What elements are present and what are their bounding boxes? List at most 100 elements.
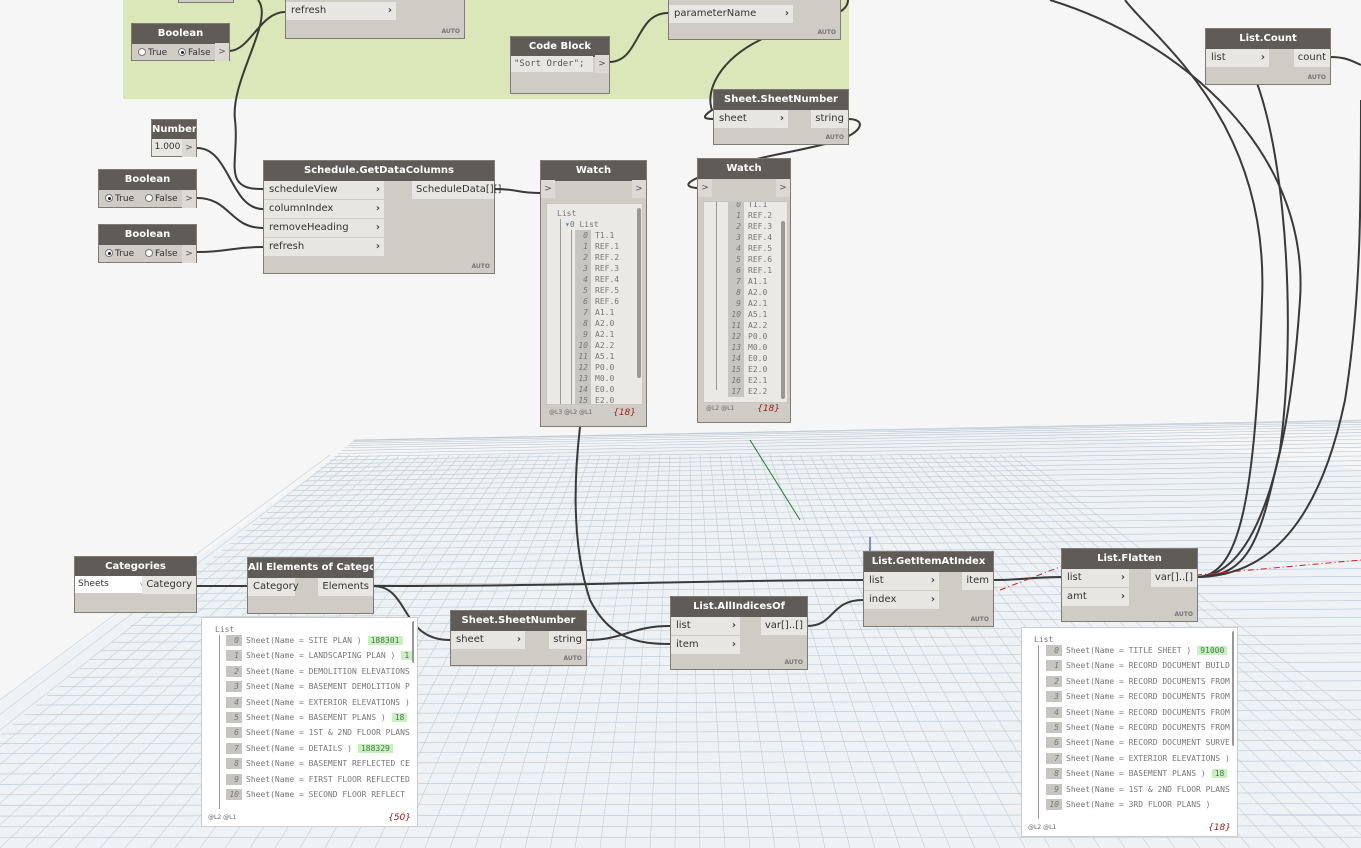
radio-false[interactable] (145, 249, 153, 257)
boolean-node-1[interactable]: Boolean True False > (98, 169, 197, 208)
radio-false[interactable] (178, 48, 186, 56)
radio-true[interactable] (105, 194, 113, 202)
get-item-at-index-node[interactable]: List.GetItemAtIndex list› index› item AU… (863, 551, 994, 627)
output-port-elements[interactable]: Elements (318, 578, 373, 596)
radio-false[interactable] (145, 194, 153, 202)
output-port[interactable]: > (215, 43, 229, 61)
input-port[interactable]: > (698, 179, 712, 197)
input-port[interactable]: > (541, 180, 555, 198)
list-count-node[interactable]: List.Count list› count AUTO (1205, 28, 1331, 85)
input-port-removeHeading[interactable]: removeHeading› (264, 219, 384, 237)
get-data-columns-node[interactable]: Schedule.GetDataColumns scheduleView› co… (263, 160, 501, 274)
tree-sublist[interactable]: ▾0 List (565, 219, 599, 230)
output-port-count[interactable]: count (1293, 49, 1330, 67)
radio-true[interactable] (105, 249, 113, 257)
input-port-list[interactable]: list› (671, 617, 740, 635)
input-port-list[interactable]: list› (1206, 49, 1269, 67)
scrollbar[interactable] (412, 621, 414, 663)
sheet-number-node-top[interactable]: Sheet.SheetNumber sheet› string AUTO (713, 89, 849, 145)
input-node-partial[interactable] (178, 0, 234, 3)
input-port-parameterName[interactable]: parameterName› (669, 5, 793, 23)
schedule-node-partial[interactable]: refresh› AUTO (285, 0, 465, 39)
input-port-list[interactable]: list› (1062, 569, 1129, 587)
output-port-category[interactable]: Category (142, 576, 196, 594)
output-port[interactable]: > (182, 190, 196, 208)
input-port-refresh[interactable]: refresh› (264, 238, 384, 256)
input-port-sheet[interactable]: sheet› (714, 110, 788, 128)
input-port-category[interactable]: Category (248, 578, 299, 596)
parameter-node-partial[interactable]: parameterName› AUTO (668, 0, 841, 40)
output-port-item[interactable]: item (962, 572, 993, 590)
number-node[interactable]: Number 1.000 > (151, 119, 197, 157)
expand-icon[interactable]: ▾ (565, 220, 570, 229)
boolean-node-top[interactable]: Boolean True False > (131, 23, 230, 61)
output-port[interactable]: > (776, 179, 790, 197)
boolean-node-2[interactable]: Boolean True False > (98, 224, 197, 263)
code-block-node[interactable]: Code Block "Sort Order"; > (510, 36, 610, 94)
scrollbar[interactable] (637, 208, 641, 378)
input-port-list[interactable]: list› (864, 572, 939, 590)
input-port-scheduleView[interactable]: scheduleView› (264, 181, 384, 199)
number-input[interactable]: 1.000 (152, 139, 183, 156)
input-port-index[interactable]: index› (864, 591, 939, 609)
output-port-var[interactable]: var[]..[] (760, 617, 807, 635)
category-dropdown[interactable]: Sheets v (75, 576, 148, 593)
output-port-string[interactable]: string (811, 110, 848, 128)
input-port-sheet[interactable]: sheet› (451, 631, 525, 649)
radio-true[interactable] (138, 48, 146, 56)
flatten-node[interactable]: List.Flatten list› amt› var[]..[] AUTO (1061, 548, 1198, 622)
output-port[interactable]: > (182, 245, 196, 263)
input-port-columnIndex[interactable]: columnIndex› (264, 200, 384, 218)
output-port-string[interactable]: string (549, 631, 586, 649)
input-port-item[interactable]: item› (671, 636, 740, 654)
all-indices-of-node[interactable]: List.AllIndicesOf list› item› var[]..[] … (670, 596, 808, 670)
